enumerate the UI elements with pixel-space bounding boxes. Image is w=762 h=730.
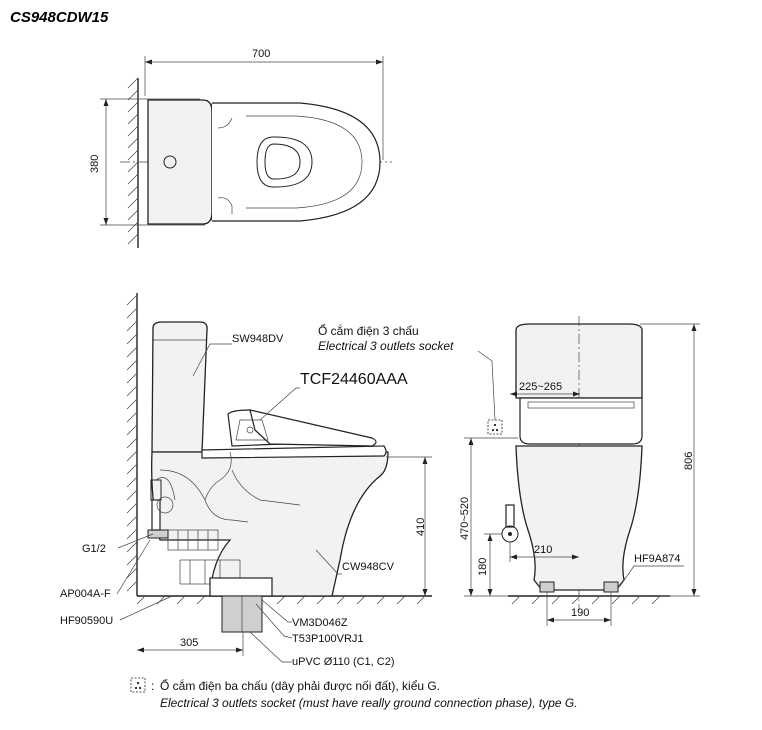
dim-front-base: 190 [571,607,589,619]
label-g12: G1/2 [82,543,106,555]
dim-top-depth: 380 [89,155,101,173]
dim-top-width: 700 [252,48,270,60]
label-bolt: T53P100VRJ1 [292,633,364,645]
dim-front-offset: 210 [534,544,552,556]
footnote-en: Electrical 3 outlets socket (must have r… [160,696,578,710]
label-valve: AP004A-F [60,588,111,600]
label-tank: SW948DV [232,333,284,345]
label-fix: HF9A874 [634,553,680,565]
footnote-socket-icon [130,677,146,693]
label-hose: HF90590U [60,615,113,627]
socket-icon [487,419,503,435]
socket-label-vi: Ổ cắm điện 3 chấu [318,323,419,338]
footnote-vi: Ổ cắm điện ba chấu (dây phải được nối đấ… [160,678,440,693]
dim-front-height: 806 [683,452,695,470]
dim-seat-height: 410 [415,518,427,536]
socket-label-en: Electrical 3 outlets socket [318,339,454,353]
dim-front-spacing: 225~265 [519,381,562,393]
label-seat: TCF24460AAA [300,371,408,388]
side-view: 410 305 SW948DV TCF24460AAA CW948CV G1/2… [60,293,432,668]
dim-front-inlet-height: 180 [477,558,489,576]
footnote-colon: : [151,679,154,693]
model-title: CS948CDW15 [10,9,109,26]
label-bowl: CW948CV [342,561,395,573]
label-flange: VM3D046Z [292,617,348,629]
top-view: 700 380 [89,48,392,248]
dim-front-inlet-range: 470~520 [459,497,471,540]
label-pipe: uPVC Ø110 (C1, C2) [292,656,395,668]
dim-side-distance: 305 [180,637,198,649]
front-view: 225~265 806 470~520 210 180 190 HF9A874 [459,316,700,626]
